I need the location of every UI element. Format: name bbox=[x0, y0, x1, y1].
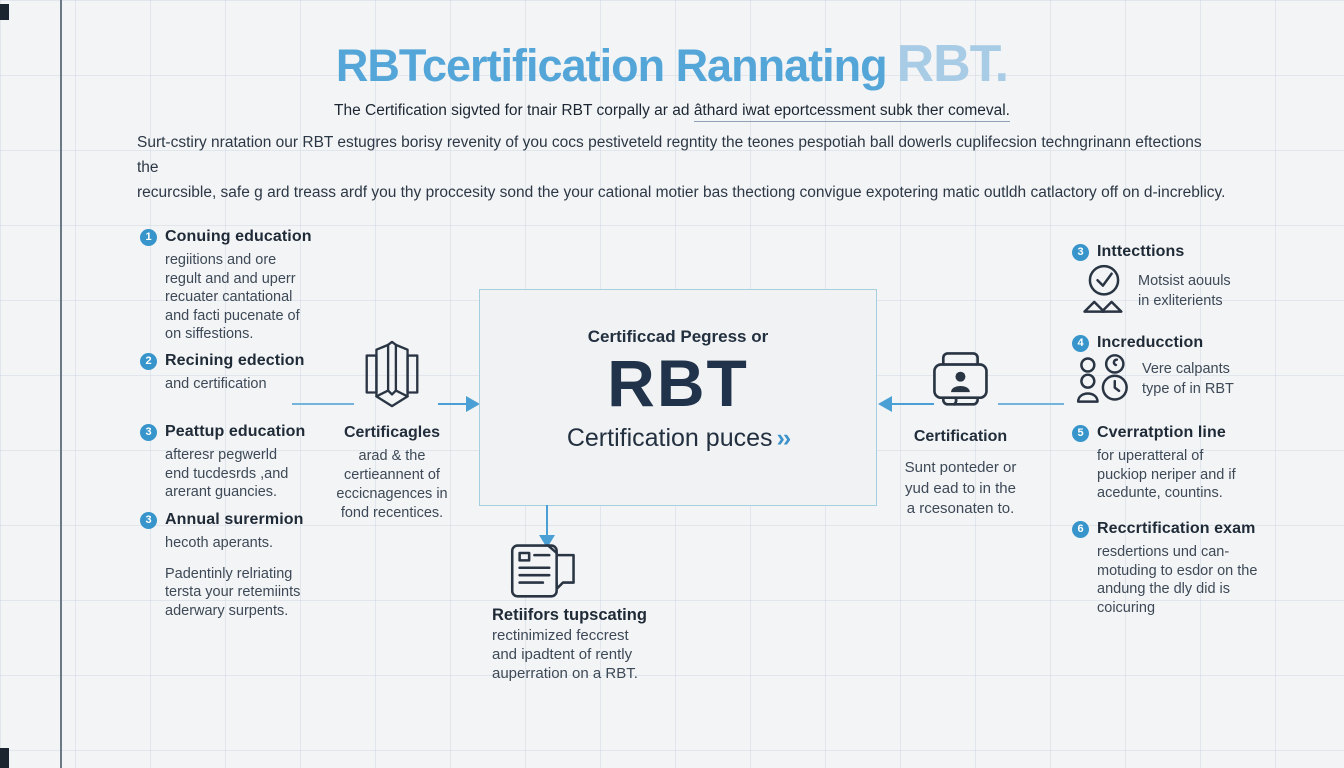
rbt-center-box: Certificcad Pegress or RBT Certification… bbox=[479, 289, 877, 506]
left-step-4-head: 3 Annual surermion bbox=[140, 511, 325, 529]
left-step-3-body: afteresr pegwerld end tucdesrds ,and are… bbox=[165, 447, 289, 501]
connector-line-left bbox=[292, 403, 354, 405]
left-step-4: 3 Annual surermion hecoth aperants. Pade… bbox=[140, 511, 325, 620]
subtitle-part-a: The Certification sigvted for tnair RBT … bbox=[334, 102, 694, 119]
right-step-2: 4 Increducction bbox=[1072, 334, 1312, 352]
step-number-badge: 3 bbox=[1072, 243, 1089, 261]
step-number-badge: 3 bbox=[140, 423, 157, 441]
page-title-main: RBTcertification Rannating bbox=[335, 40, 888, 91]
center-box-top-text: Certificcad Pegress or bbox=[587, 327, 769, 346]
arrow-into-box-right-line bbox=[892, 403, 934, 405]
check-hands-icon bbox=[1080, 264, 1128, 316]
right-step-4-title: Reccrtification exam bbox=[1097, 520, 1256, 537]
right-step-1-head: 3 Inttecttions bbox=[1072, 243, 1312, 261]
right-step-3: 5 Cverratption line for uperatteral of p… bbox=[1072, 424, 1312, 503]
people-clock-icon bbox=[1076, 352, 1132, 406]
right-step-1-content: Motsist aouuls in exliterients bbox=[1080, 264, 1231, 316]
step-number-badge: 1 bbox=[140, 228, 157, 246]
chevron-right-icon: ›› bbox=[776, 424, 792, 453]
right-step-3-head: 5 Cverratption line bbox=[1072, 424, 1312, 442]
connector-line-right bbox=[998, 403, 1064, 405]
left-step-1-body: regiitions and ore regult and and uperr … bbox=[165, 252, 300, 343]
step-number-badge: 3 bbox=[140, 511, 157, 529]
left-step-1-head: 1 Conuing education bbox=[140, 228, 320, 246]
center-box-bottom-label: Certification puces bbox=[566, 424, 773, 453]
arrow-down-line bbox=[546, 505, 548, 536]
left-step-4-title: Annual surermion bbox=[165, 511, 304, 528]
left-step-1: 1 Conuing education regiitions and ore r… bbox=[140, 228, 320, 344]
right-step-4: 6 Reccrtification exam resdertions und c… bbox=[1072, 520, 1312, 617]
arrow-into-box-right-head bbox=[878, 396, 892, 412]
page-subtitle: The Certification sigvted for tnair RBT … bbox=[0, 102, 1344, 122]
right-step-1-title: Inttecttions bbox=[1097, 243, 1185, 260]
right-step-2-body: Vere calpants type of in RBT bbox=[1142, 361, 1234, 397]
left-step-2-title: Recining edection bbox=[165, 352, 305, 369]
bottom-node-title: Retiifors tupscating bbox=[492, 606, 647, 624]
right-node-body: Sunt ponteder or yud ead to in the a rce… bbox=[904, 459, 1017, 518]
step-number-badge: 2 bbox=[140, 352, 157, 370]
left-step-2-body: and certification bbox=[165, 376, 267, 392]
bottom-left-corner-mark bbox=[0, 748, 9, 768]
top-left-corner-mark bbox=[0, 4, 9, 20]
intro-paragraph: Surt-cstiry nratation our RBT estugres b… bbox=[137, 134, 1226, 201]
brochure-icon bbox=[360, 340, 424, 410]
arrow-into-box-left-line bbox=[438, 403, 468, 405]
left-margin-rule bbox=[60, 0, 62, 768]
left-step-2: 2 Recining edection and certification bbox=[140, 352, 320, 394]
right-step-3-title: Cverratption line bbox=[1097, 424, 1226, 441]
right-step-1: 3 Inttecttions bbox=[1072, 243, 1312, 261]
left-step-1-title: Conuing education bbox=[165, 228, 312, 245]
right-step-2-content: Vere calpants type of in RBT bbox=[1076, 352, 1234, 406]
left-step-3-head: 3 Peattup education bbox=[140, 423, 320, 441]
right-step-3-body: for uperatteral of puckiop neriper and i… bbox=[1097, 448, 1236, 502]
left-node-body: arad & the certieannent of eccicnagences… bbox=[336, 448, 448, 521]
left-step-4-body2: Padentinly relriating tersta your retemi… bbox=[165, 565, 301, 619]
center-box-bottom-text: Certification puces›› bbox=[566, 424, 792, 453]
right-step-2-title: Increducction bbox=[1097, 334, 1204, 351]
left-node-title: Certificagles bbox=[343, 424, 441, 441]
center-box-main-text: RBT bbox=[607, 346, 749, 420]
right-step-1-body: Motsist aouuls in exliterients bbox=[1138, 273, 1231, 309]
step-number-badge: 4 bbox=[1072, 334, 1089, 352]
bottom-node-body: rectinimized feccrest and ipadtent of re… bbox=[492, 627, 638, 682]
document-chat-icon bbox=[508, 542, 582, 602]
page-title-accent: RBT. bbox=[896, 35, 1010, 93]
step-number-badge: 6 bbox=[1072, 520, 1089, 538]
left-step-3-title: Peattup education bbox=[165, 423, 306, 440]
right-step-2-head: 4 Increducction bbox=[1072, 334, 1312, 352]
arrow-into-box-left-head bbox=[466, 396, 480, 412]
right-node-title: Certification bbox=[913, 428, 1008, 445]
left-step-2-head: 2 Recining edection bbox=[140, 352, 320, 370]
step-number-badge: 5 bbox=[1072, 424, 1089, 442]
subtitle-part-b: âthard iwat eportcessment subk ther come… bbox=[693, 102, 1010, 122]
right-step-4-body: resdertions und can- motuding to esdor o… bbox=[1097, 544, 1258, 616]
right-step-4-head: 6 Reccrtification exam bbox=[1072, 520, 1312, 538]
left-step-3: 3 Peattup education afteresr pegwerld en… bbox=[140, 423, 320, 502]
left-step-4-body: hecoth aperants. bbox=[165, 535, 274, 551]
id-card-icon bbox=[930, 350, 992, 410]
